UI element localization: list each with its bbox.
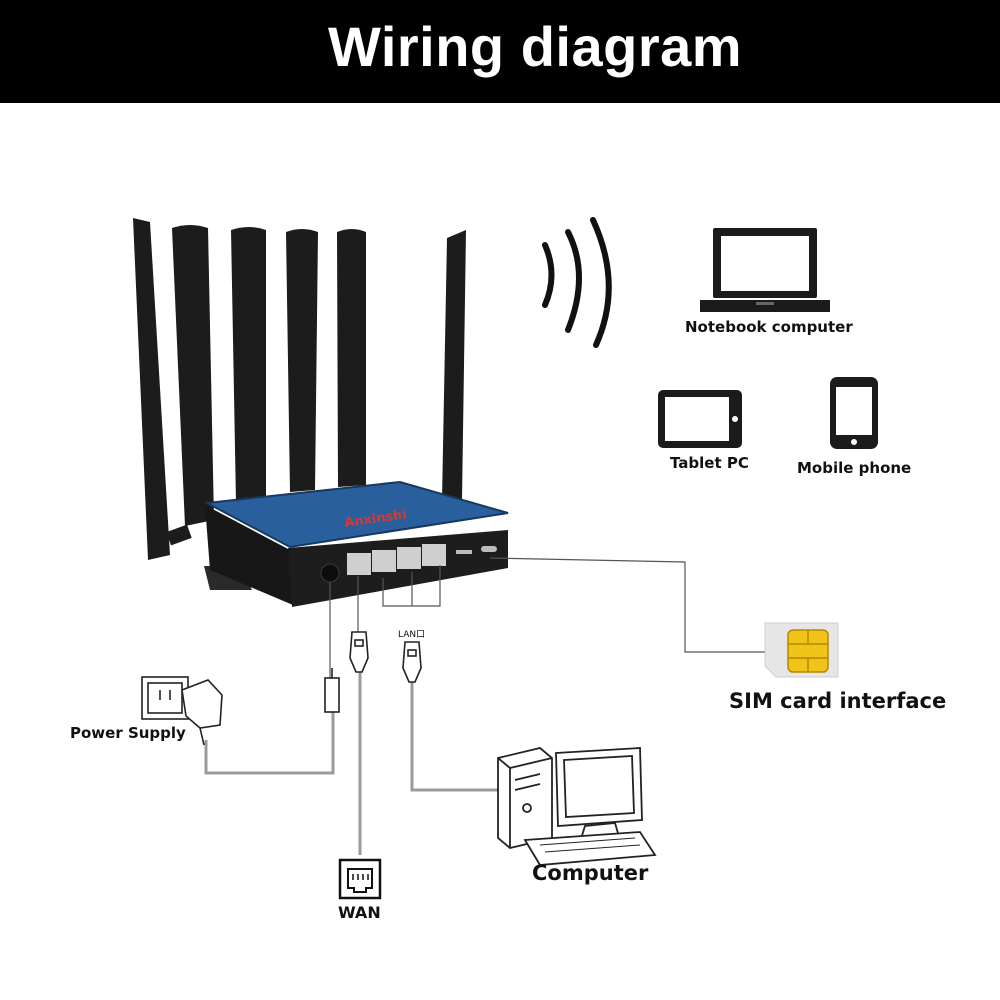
- label-power: Power Supply: [70, 724, 186, 742]
- label-sim: SIM card interface: [729, 689, 947, 713]
- antenna-5: [337, 229, 366, 487]
- title-bar: [0, 0, 1000, 103]
- antenna-1: [133, 218, 170, 560]
- antenna-2: [172, 225, 214, 526]
- tablet-icon: [658, 390, 742, 448]
- power-adapter-icon: [141, 668, 340, 746]
- router-top-panel: [207, 482, 508, 547]
- laptop-icon: [700, 228, 830, 312]
- wan-port-icon: [338, 858, 382, 900]
- desktop-computer-icon: [497, 747, 657, 866]
- antennas: [133, 218, 466, 560]
- antenna-4: [286, 229, 318, 492]
- sim-card-icon: [764, 622, 839, 678]
- label-tablet: Tablet PC: [670, 454, 749, 472]
- cables: [204, 557, 770, 855]
- page-title: Wiring diagram: [327, 15, 743, 78]
- label-phone: Mobile phone: [797, 459, 912, 477]
- antenna-6: [442, 230, 466, 500]
- wifi-waves-icon: [542, 217, 612, 348]
- router: [166, 480, 509, 607]
- label-lan: LAN口: [398, 630, 426, 640]
- rj45-plug-icon: [349, 631, 422, 683]
- label-notebook: Notebook computer: [685, 318, 853, 336]
- phone-icon: [830, 377, 878, 449]
- label-wan: WAN: [338, 903, 381, 922]
- label-computer: Computer: [532, 861, 649, 885]
- antenna-3: [231, 227, 266, 503]
